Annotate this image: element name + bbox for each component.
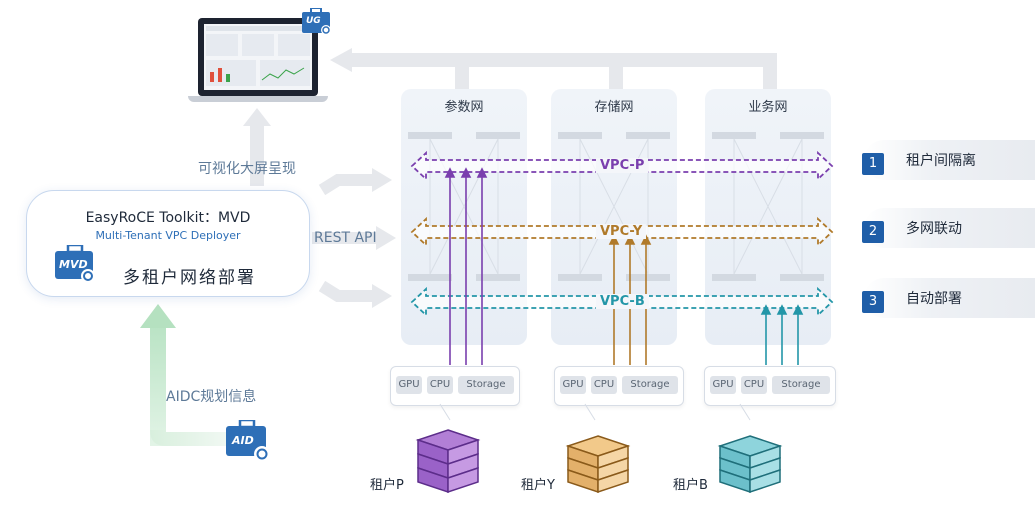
aid-badge-text: AID <box>232 434 254 447</box>
green-arrow-shaft <box>150 324 166 446</box>
aidc-label: AIDC规划信息 <box>166 389 257 405</box>
feature-label: 自动部署 <box>906 291 962 307</box>
gpu-chip: GPU <box>710 376 736 394</box>
mvd-icon: MVD <box>55 243 97 285</box>
up-arrow-head <box>243 108 271 126</box>
ug-icon: UG <box>302 7 332 36</box>
feature-item-isolation: 1 租户间隔离 <box>862 140 1035 180</box>
gpu-chip: GPU <box>396 376 422 394</box>
gpu-chip: GPU <box>560 376 586 394</box>
mvd-title: EasyRoCE Toolkit：MVD <box>85 210 251 226</box>
tenant-y-server-icon <box>565 435 631 494</box>
network-title: 业务网 <box>748 100 788 115</box>
dashboard-mini <box>206 26 310 86</box>
network-title: 存储网 <box>594 100 634 115</box>
tenant-y-label: 租户Y <box>521 478 555 493</box>
cpu-chip: CPU <box>591 376 617 394</box>
cpu-chip: CPU <box>741 376 767 394</box>
feature-number: 1 <box>862 153 884 175</box>
feature-label: 租户间隔离 <box>906 153 976 169</box>
mvd-subtitle: Multi-Tenant VPC Deployer <box>95 229 241 242</box>
storage-chip: Storage <box>622 376 678 394</box>
tenant-b-uplinks <box>760 304 804 365</box>
laptop-base <box>188 96 328 102</box>
laptop-screen <box>198 18 318 96</box>
aid-icon: AID <box>226 418 272 464</box>
up-arrow-shaft <box>250 124 264 186</box>
resource-box-b: GPU CPU Storage <box>704 366 836 406</box>
vpc-b-label: VPC-B <box>596 294 649 309</box>
storage-chip: Storage <box>772 376 830 394</box>
tenant-b-label: 租户B <box>673 478 708 493</box>
dashboard-preview <box>204 24 312 90</box>
tenant-p-uplinks <box>444 167 488 365</box>
feature-number: 2 <box>862 221 884 243</box>
resource-box-p: GPU CPU Storage <box>390 366 520 406</box>
feature-item-autodeploy: 3 自动部署 <box>862 278 1035 318</box>
feature-number: 3 <box>862 291 884 313</box>
mvd-badge-text: MVD <box>59 258 88 271</box>
mvd-name: 多租户网络部署 <box>123 268 256 288</box>
top-return-arrowhead <box>330 48 352 72</box>
feature-label: 多网联动 <box>906 221 962 237</box>
tenant-b-server-icon <box>717 435 783 494</box>
storage-chip: Storage <box>458 376 514 394</box>
visualize-label: 可视化大屏呈现 <box>198 161 296 177</box>
resource-box-y: GPU CPU Storage <box>554 366 684 406</box>
vpc-y-label: VPC-Y <box>596 224 647 239</box>
tenant-p-server-icon <box>415 429 481 494</box>
cpu-chip: CPU <box>427 376 453 394</box>
vpc-p-label: VPC-P <box>596 158 649 173</box>
ug-badge-text: UG <box>306 16 321 26</box>
tenant-p-label: 租户P <box>370 478 404 493</box>
green-arrow-head <box>140 304 176 328</box>
rest-api-label: REST API <box>314 230 377 246</box>
feature-item-multinet: 2 多网联动 <box>862 208 1035 248</box>
mvd-card: EasyRoCE Toolkit：MVD Multi-Tenant VPC De… <box>26 190 310 297</box>
network-title: 参数网 <box>444 100 484 115</box>
